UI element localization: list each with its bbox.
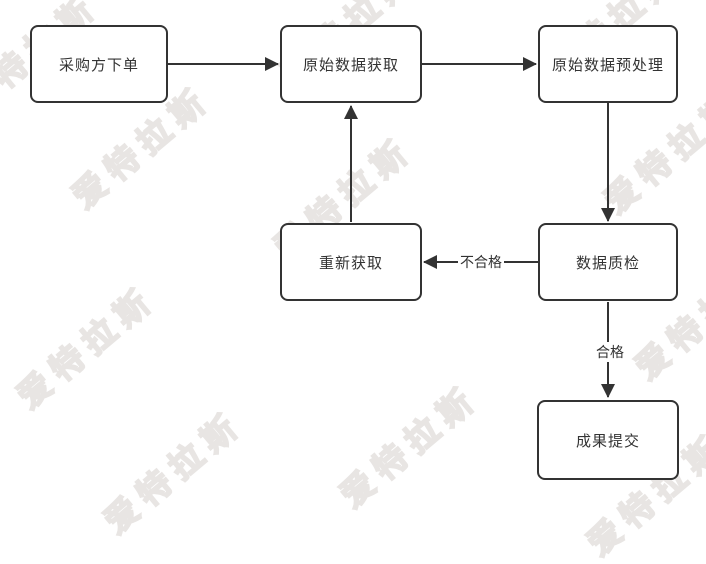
- node-submit-label: 成果提交: [575, 431, 640, 450]
- edge-label-pass: 合格: [594, 342, 626, 362]
- node-order: 采购方下单: [30, 25, 168, 103]
- node-reacquire: 重新获取: [280, 223, 422, 301]
- edge-label-fail: 不合格: [458, 252, 504, 272]
- node-submit: 成果提交: [537, 400, 679, 480]
- node-qc: 数据质检: [538, 223, 678, 301]
- node-preprocess: 原始数据预处理: [538, 25, 678, 103]
- node-acquire-label: 原始数据获取: [302, 55, 399, 74]
- node-order-label: 采购方下单: [58, 55, 139, 74]
- node-acquire: 原始数据获取: [280, 25, 422, 103]
- node-reacquire-label: 重新获取: [318, 253, 383, 272]
- node-qc-label: 数据质检: [575, 253, 640, 272]
- node-preprocess-label: 原始数据预处理: [551, 55, 664, 74]
